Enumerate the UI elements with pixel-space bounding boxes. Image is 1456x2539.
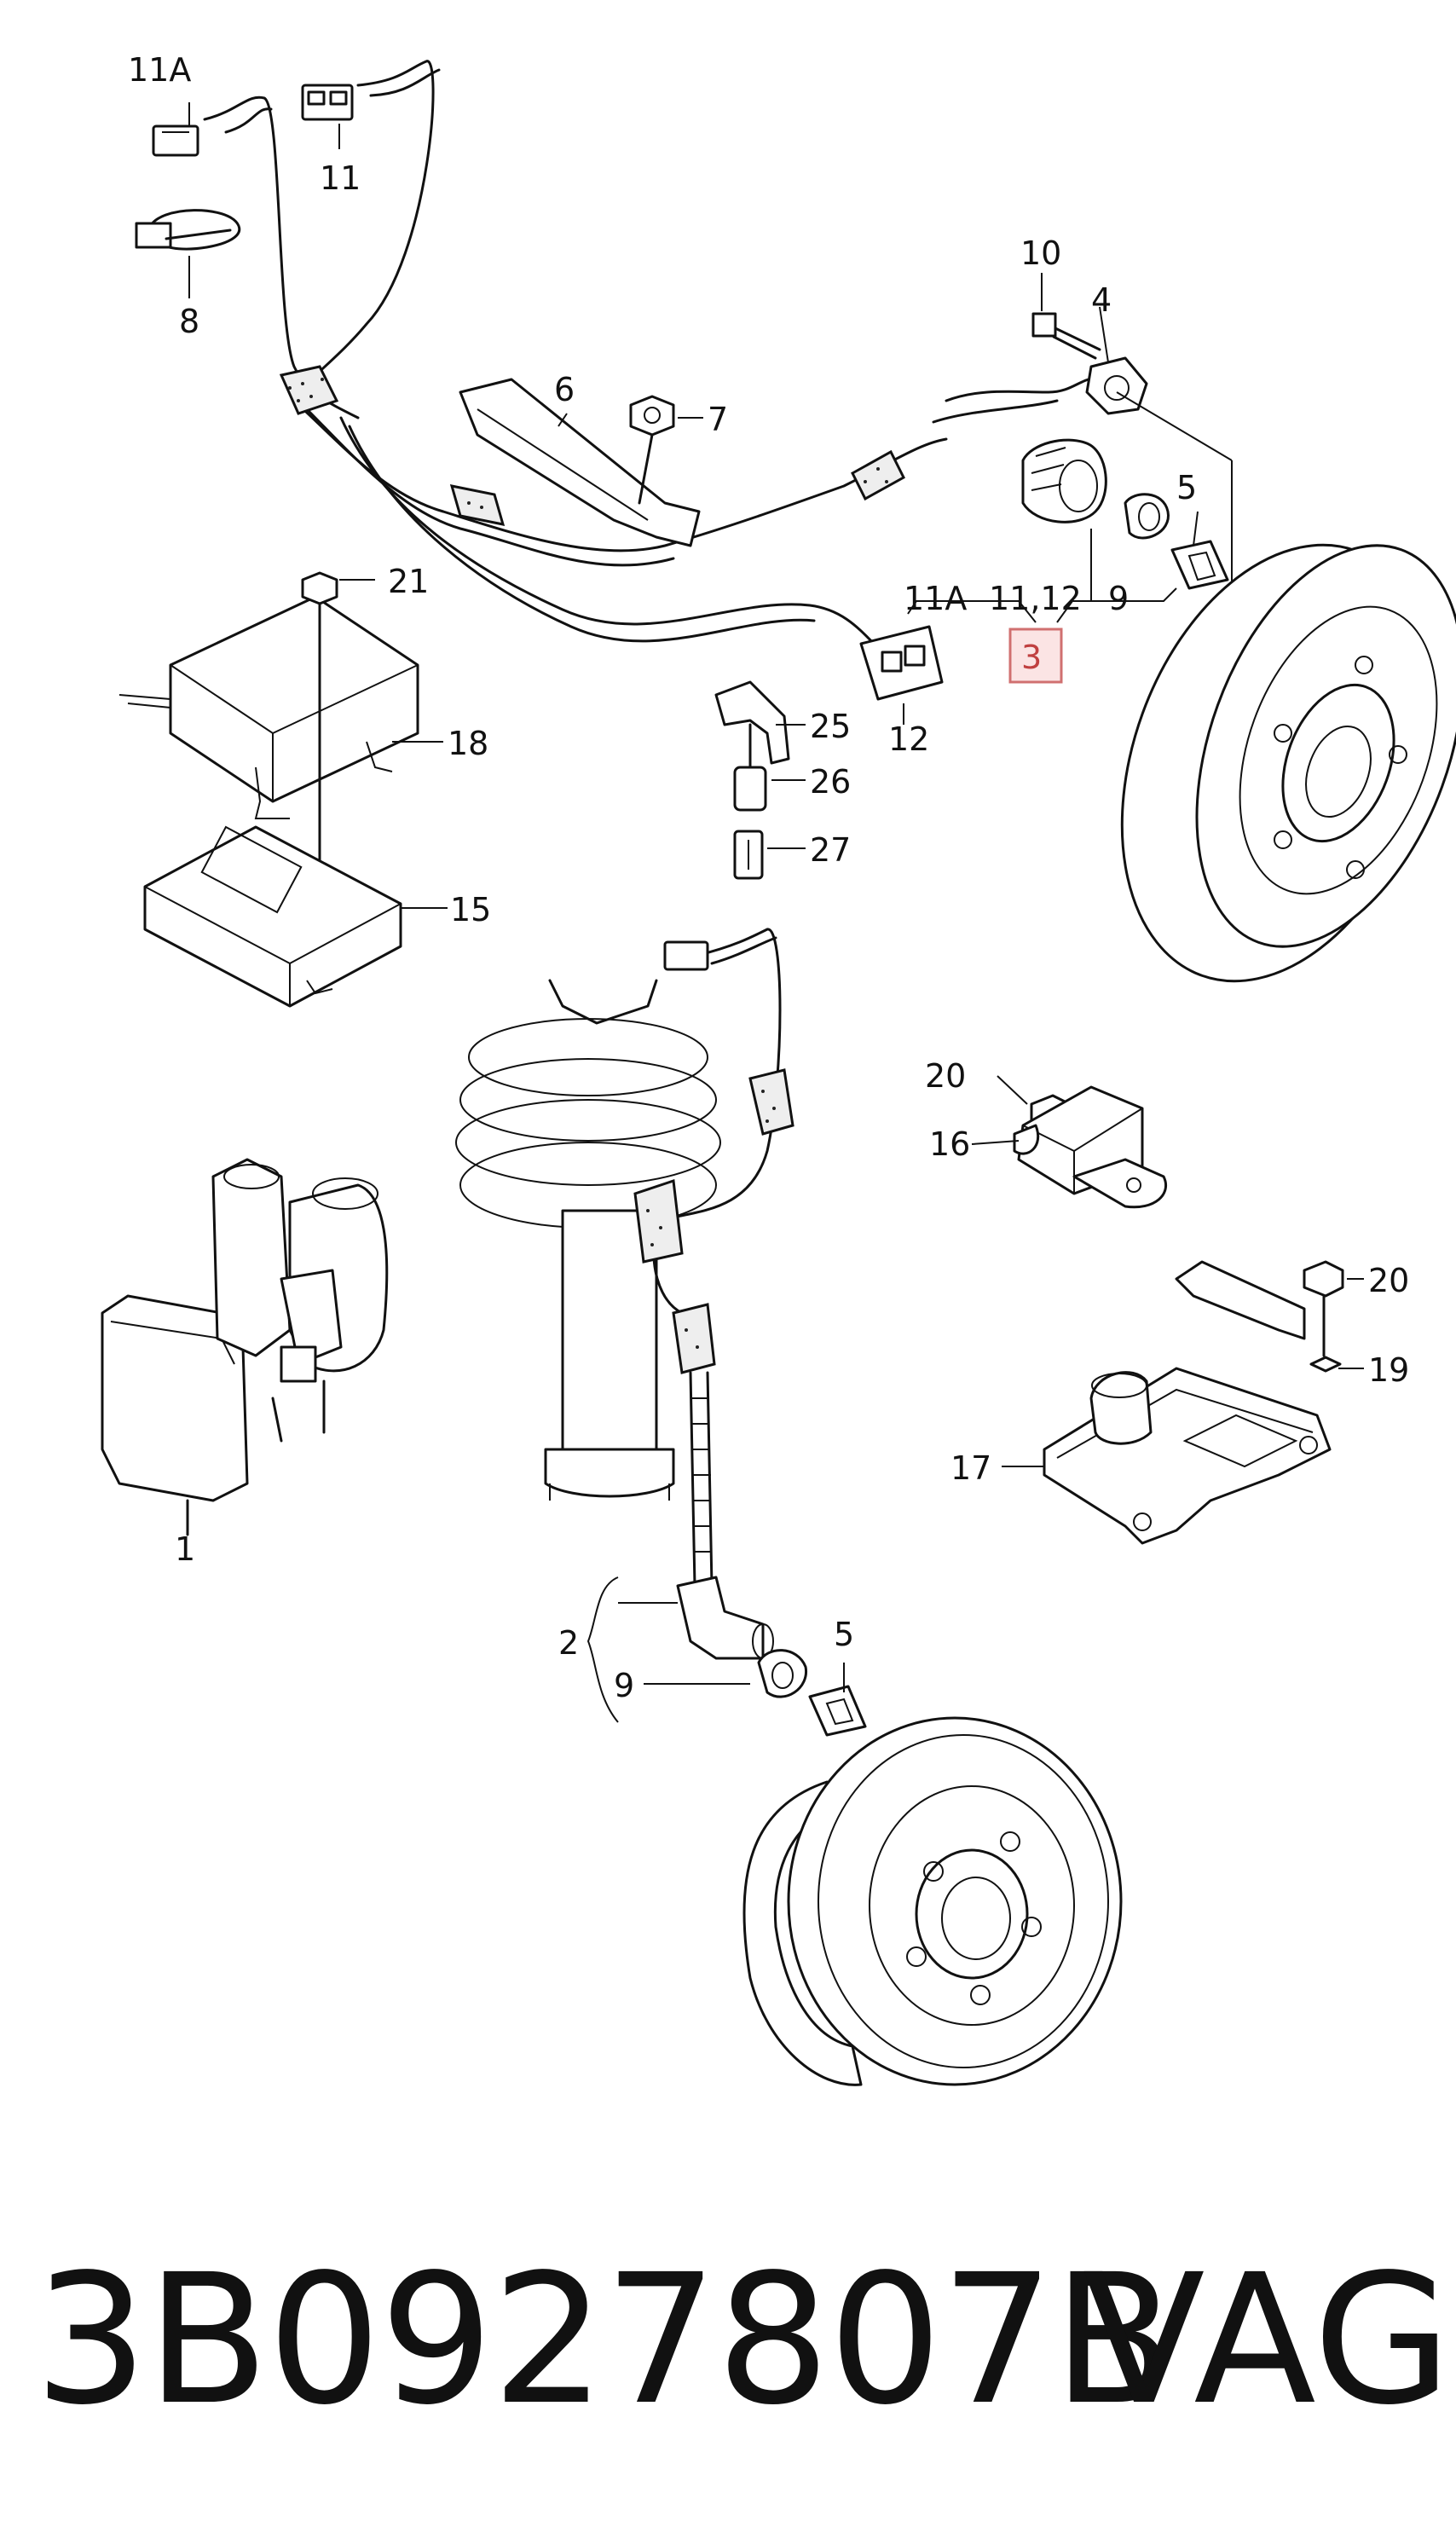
- callout-11a-top: 11A: [128, 51, 191, 89]
- callout-19: 19: [1368, 1351, 1409, 1389]
- callout-2: 2: [558, 1624, 579, 1662]
- clip-parts: [714, 680, 790, 880]
- compressor-unit: [101, 1158, 389, 1536]
- highlight-box: [1008, 628, 1063, 684]
- strut-assembly: [455, 928, 867, 1737]
- callout-4: 4: [1091, 281, 1112, 319]
- part-number: 3B0927807B: [34, 2235, 1176, 2444]
- callout-11: 11: [320, 159, 361, 197]
- callout-11-12: 11,12: [989, 580, 1082, 617]
- wheel-sensor-top: [907, 312, 1456, 983]
- callout-3: 3: [1021, 639, 1042, 676]
- callout-18: 18: [448, 725, 488, 762]
- callout-16: 16: [929, 1125, 970, 1163]
- control-unit-right: [1043, 1260, 1344, 1545]
- callout-26: 26: [810, 763, 851, 801]
- callout-20-lower: 20: [1368, 1262, 1409, 1299]
- brand-name: VAG: [1083, 2235, 1452, 2444]
- leader-lines: [188, 102, 1364, 1467]
- callout-21: 21: [388, 563, 429, 600]
- callout-12: 12: [888, 720, 929, 758]
- callout-27: 27: [810, 831, 851, 869]
- callout-17: 17: [950, 1449, 991, 1487]
- callouts: 11A 11 8 6 7 10 4 5 11A 11,12 9 3 21 18 …: [128, 51, 1409, 1704]
- callout-8: 8: [179, 303, 199, 340]
- callout-10: 10: [1020, 234, 1061, 272]
- level-sensor: [1013, 1085, 1168, 1209]
- parts-diagram: 11A 11 8 6 7 10 4 5 11A 11,12 9 3 21 18 …: [101, 51, 1456, 2086]
- callout-15: 15: [450, 891, 491, 928]
- callout-20-upper: 20: [925, 1057, 966, 1095]
- control-units-left: [118, 571, 419, 1008]
- callout-9-top: 9: [1108, 580, 1129, 617]
- wiring-harness-top: [135, 60, 948, 701]
- brake-disc-bottom: [742, 1716, 1123, 2086]
- callout-9-bottom: 9: [614, 1667, 634, 1704]
- callout-25: 25: [810, 708, 851, 745]
- callout-11a-mid: 11A: [904, 580, 967, 617]
- callout-1: 1: [175, 1530, 195, 1568]
- callout-6: 6: [554, 371, 575, 408]
- callout-5-top: 5: [1176, 469, 1197, 506]
- callout-5-bottom: 5: [834, 1616, 854, 1653]
- callout-7: 7: [708, 401, 728, 438]
